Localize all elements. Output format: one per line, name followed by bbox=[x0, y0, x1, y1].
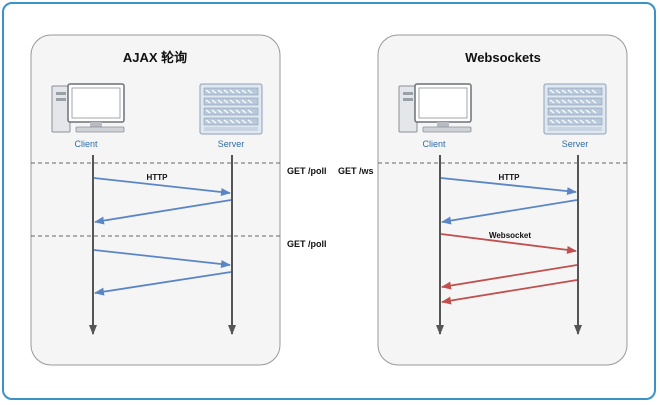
ajax-request-arrow-1 bbox=[93, 177, 231, 196]
ws-http-label: HTTP bbox=[499, 173, 521, 182]
ajax-response-arrow-1 bbox=[94, 199, 232, 225]
client-computer-icon bbox=[398, 83, 472, 133]
ws-message-arrow-1 bbox=[440, 233, 577, 254]
ws-message-arrow-3 bbox=[441, 279, 578, 305]
ajax-request-arrow-2 bbox=[93, 249, 231, 268]
ws-server-label: Server bbox=[562, 139, 589, 149]
client-computer-icon bbox=[51, 83, 125, 133]
ajax-panel: AJAX 轮询 Client Server HTTP bbox=[30, 34, 281, 366]
ajax-client-label: Client bbox=[74, 139, 98, 149]
ws-handshake-request-arrow bbox=[440, 177, 577, 196]
ajax-response-arrow-2 bbox=[94, 271, 232, 296]
websockets-panel: Websockets Client Server HTTP Websoc bbox=[377, 34, 628, 366]
ajax-server-label: Server bbox=[218, 139, 245, 149]
ws-message-arrow-2 bbox=[441, 264, 578, 290]
ajax-panel-title: AJAX 轮询 bbox=[123, 50, 187, 65]
get-ws-label: GET /ws bbox=[338, 166, 374, 176]
get-poll-label-1: GET /poll bbox=[287, 166, 327, 176]
ws-websocket-label: Websocket bbox=[489, 231, 531, 240]
server-rack-icon bbox=[199, 83, 263, 135]
websockets-panel-title: Websockets bbox=[465, 50, 541, 65]
ws-handshake-response-arrow bbox=[441, 199, 578, 225]
server-rack-icon bbox=[543, 83, 607, 135]
ajax-http-label: HTTP bbox=[147, 173, 169, 182]
ws-client-label: Client bbox=[422, 139, 446, 149]
get-poll-label-2: GET /poll bbox=[287, 239, 327, 249]
